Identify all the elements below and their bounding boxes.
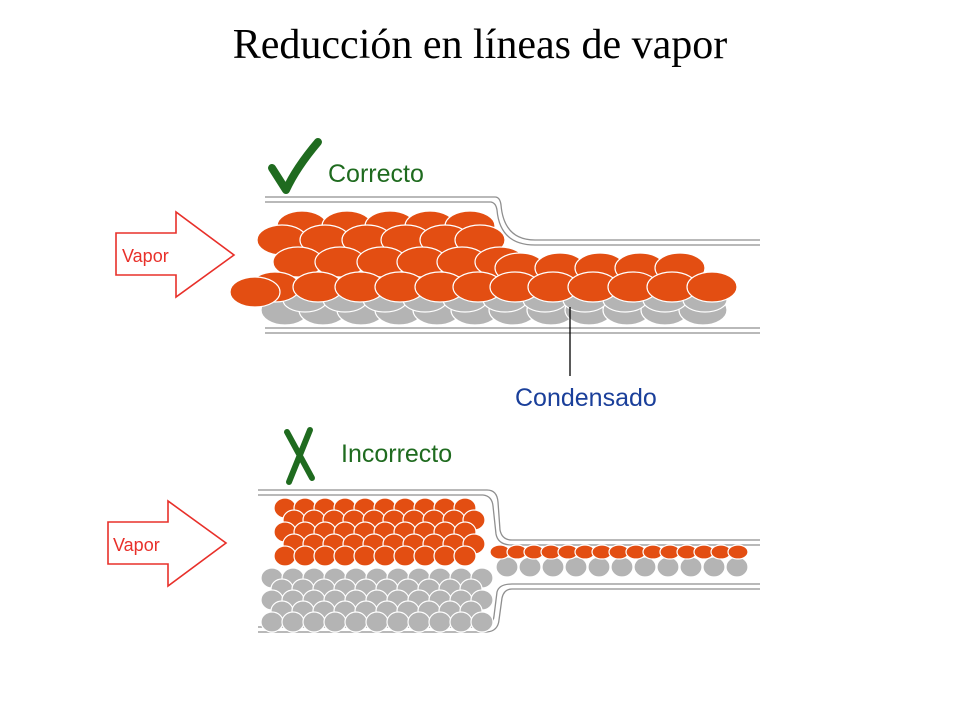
incorrect-inlet-arrow: Vapor [107,499,228,588]
condensate-droplet [281,611,305,633]
steam-droplet [313,545,337,567]
steam-droplet [393,545,417,567]
steam-droplet [353,545,377,567]
condensate-droplet [449,611,473,633]
steam-droplet [293,545,317,567]
correct-pipe [265,196,760,334]
steam-droplet [433,545,457,567]
condensate-droplet [302,611,326,633]
condensate-droplet [633,556,657,578]
condensate-droplet [610,556,634,578]
condensate-droplet [365,611,389,633]
steam-droplet [333,545,357,567]
condensate-droplet [260,611,284,633]
diagram-title: Reducción en líneas de vapor [233,22,727,68]
incorrect-condensate-layer [260,556,749,633]
steam-droplet [373,545,397,567]
condensate-droplet [587,556,611,578]
correct-inlet-label: Vapor [122,246,169,266]
condensate-droplet [518,556,542,578]
condensate-droplet [323,611,347,633]
condensate-droplet [725,556,749,578]
incorrect-label: Incorrecto [341,440,452,468]
condensate-label: Condensado [515,384,657,412]
incorrect-steam-layer [273,497,749,567]
correct-label: Correcto [328,160,424,188]
condensate-droplet [470,611,494,633]
steam-droplet [273,545,297,567]
steam-droplet [686,271,738,303]
x-mark-icon [284,427,315,485]
condensate-droplet [541,556,565,578]
condensate-droplet [702,556,726,578]
correct-section: Correcto Vapor Condensado [115,138,760,412]
condensate-droplet [656,556,680,578]
steam-droplet [413,545,437,567]
condensate-droplet [564,556,588,578]
condensate-droplet [428,611,452,633]
steam-droplet [229,276,281,308]
incorrect-inlet-label: Vapor [113,535,160,555]
condensate-droplet [679,556,703,578]
condensate-droplet [386,611,410,633]
correct-inlet-arrow: Vapor [115,210,236,299]
condensate-droplet [407,611,431,633]
condensate-droplet [344,611,368,633]
condensate-droplet [495,556,519,578]
check-mark-icon [268,138,322,194]
steam-droplet [727,544,749,560]
incorrect-section: Incorrecto Vapor [107,427,760,633]
correct-steam-layer [229,210,738,308]
steam-droplet [453,545,477,567]
